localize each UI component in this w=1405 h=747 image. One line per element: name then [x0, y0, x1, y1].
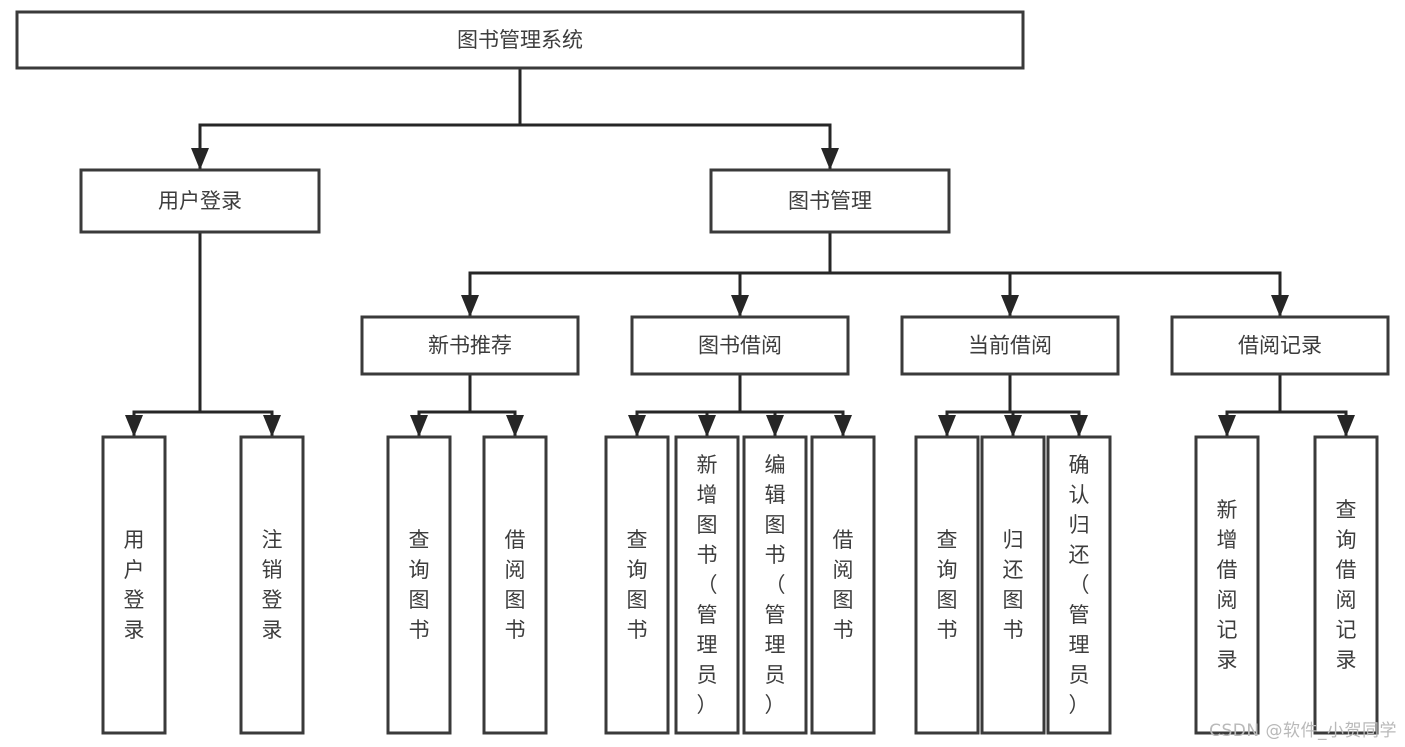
node-level2-1-box[interactable] — [709, 168, 951, 234]
connector-current-borrow-to-leaves — [938, 372, 1088, 438]
node-leaf-1-label: 注销登录 — [262, 528, 283, 642]
node-leaf-9[interactable]: 归还图书 — [980, 435, 1046, 735]
node-leaf-12-label: 查询借阅记录 — [1336, 498, 1357, 672]
node-root-box[interactable] — [15, 10, 1025, 70]
node-leaf-0[interactable]: 用户登录 — [101, 435, 167, 735]
arrowhead-icon — [1070, 415, 1088, 437]
node-level3-3-box[interactable] — [1170, 315, 1390, 376]
node-level2-0-label: 用户登录 — [158, 189, 242, 213]
node-leaf-11-box[interactable] — [1194, 435, 1260, 735]
node-leaf-4[interactable]: 查询图书 — [604, 435, 670, 735]
arrowhead-icon — [125, 415, 143, 437]
node-level3-0[interactable]: 新书推荐 — [360, 315, 580, 376]
arrowhead-icon — [1218, 415, 1236, 437]
node-root-label: 图书管理系统 — [457, 28, 583, 52]
csdn-watermark: CSDN @软件_小贺同学 — [1209, 721, 1397, 741]
arrowhead-icon — [461, 295, 479, 317]
node-level3-2[interactable]: 当前借阅 — [900, 315, 1120, 376]
node-leaf-6[interactable]: 编辑图书（管理员） — [742, 435, 808, 735]
arrowhead-icon — [628, 415, 646, 437]
node-level3-1-box[interactable] — [630, 315, 850, 376]
node-leaf-11-label: 新增借阅记录 — [1217, 498, 1238, 672]
arrowhead-icon — [731, 295, 749, 317]
node-leaf-4-label: 查询图书 — [627, 528, 648, 642]
node-leaf-1[interactable]: 注销登录 — [239, 435, 305, 735]
arrowhead-icon — [1004, 415, 1022, 437]
connector-book-borrow-to-leaves — [628, 372, 852, 438]
node-leaf-9-box[interactable] — [980, 435, 1046, 735]
node-level2-0[interactable]: 用户登录 — [79, 168, 321, 234]
arrowhead-icon — [191, 148, 209, 170]
node-leaf-10-label: 确认归还（管理员） — [1069, 453, 1090, 717]
connector-user-login-to-leaves — [125, 230, 281, 438]
node-leaf-10-box[interactable] — [1046, 435, 1112, 735]
node-leaf-10[interactable]: 确认归还（管理员） — [1046, 435, 1112, 735]
node-level3-3-label: 借阅记录 — [1238, 334, 1322, 358]
node-leaf-7-label: 借阅图书 — [833, 528, 854, 642]
arrowhead-icon — [766, 415, 784, 437]
connector-new-book-recommend-to-leaves — [410, 372, 524, 438]
connector-lines-group — [125, 66, 1355, 438]
connector-borrow-records-to-leaves — [1218, 372, 1355, 438]
node-leaf-8[interactable]: 查询图书 — [914, 435, 980, 735]
node-level3-1[interactable]: 图书借阅 — [630, 315, 850, 376]
node-leaf-2-box[interactable] — [386, 435, 452, 735]
arrowhead-icon — [1271, 295, 1289, 317]
node-level3-3[interactable]: 借阅记录 — [1170, 315, 1390, 376]
node-level3-2-box[interactable] — [900, 315, 1120, 376]
node-level3-2-label: 当前借阅 — [968, 334, 1052, 358]
arrowhead-icon — [834, 415, 852, 437]
node-boxes-group: 图书管理系统用户登录图书管理新书推荐图书借阅当前借阅借阅记录用户登录注销登录查询… — [15, 10, 1390, 735]
node-leaf-12-box[interactable] — [1313, 435, 1379, 735]
node-root[interactable]: 图书管理系统 — [15, 10, 1025, 70]
node-leaf-6-label: 编辑图书（管理员） — [765, 453, 786, 717]
node-leaf-11[interactable]: 新增借阅记录 — [1194, 435, 1260, 735]
node-leaf-2-label: 查询图书 — [409, 528, 430, 642]
node-level3-1-label: 图书借阅 — [698, 334, 782, 358]
node-leaf-4-box[interactable] — [604, 435, 670, 735]
connector-root-to-level2 — [191, 66, 839, 171]
arrowhead-icon — [506, 415, 524, 437]
arrowhead-icon — [263, 415, 281, 437]
connector-management-to-level3 — [461, 230, 1289, 318]
arrowhead-icon — [1001, 295, 1019, 317]
node-leaf-3[interactable]: 借阅图书 — [482, 435, 548, 735]
arrowhead-icon — [1337, 415, 1355, 437]
node-leaf-8-label: 查询图书 — [937, 528, 958, 642]
node-leaf-8-box[interactable] — [914, 435, 980, 735]
node-level2-1[interactable]: 图书管理 — [709, 168, 951, 234]
node-level2-1-label: 图书管理 — [788, 189, 872, 213]
node-leaf-5-box[interactable] — [674, 435, 740, 735]
arrowhead-icon — [938, 415, 956, 437]
arrowhead-icon — [698, 415, 716, 437]
node-leaf-7-box[interactable] — [810, 435, 876, 735]
node-leaf-12[interactable]: 查询借阅记录 — [1313, 435, 1379, 735]
node-level2-0-box[interactable] — [79, 168, 321, 234]
node-leaf-5[interactable]: 新增图书（管理员） — [674, 435, 740, 735]
node-leaf-7[interactable]: 借阅图书 — [810, 435, 876, 735]
node-leaf-1-box[interactable] — [239, 435, 305, 735]
node-leaf-2[interactable]: 查询图书 — [386, 435, 452, 735]
node-leaf-6-box[interactable] — [742, 435, 808, 735]
node-leaf-3-label: 借阅图书 — [505, 528, 526, 642]
node-level3-0-box[interactable] — [360, 315, 580, 376]
node-leaf-3-box[interactable] — [482, 435, 548, 735]
node-leaf-0-box[interactable] — [101, 435, 167, 735]
arrowhead-icon — [410, 415, 428, 437]
node-leaf-5-label: 新增图书（管理员） — [697, 453, 718, 717]
node-level3-0-label: 新书推荐 — [428, 334, 512, 358]
arrowhead-icon — [821, 148, 839, 170]
node-leaf-9-label: 归还图书 — [1003, 528, 1024, 642]
node-leaf-0-label: 用户登录 — [124, 528, 145, 642]
